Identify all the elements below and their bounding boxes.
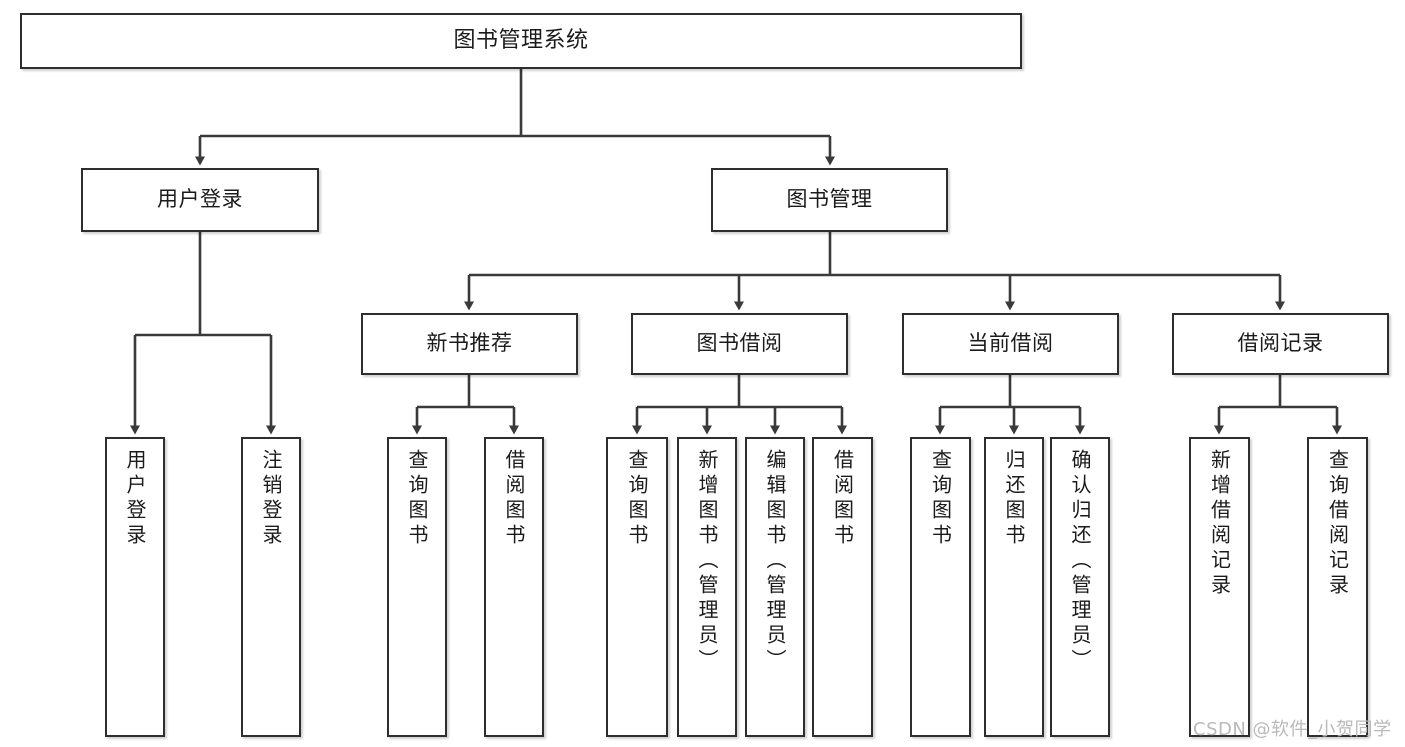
node-book-manage[interactable]: 图书管理: [711, 168, 948, 232]
node-leaf-query-borrow-record[interactable]: 查询借阅记录: [1307, 437, 1368, 737]
node-leaf-confirm-return-admin[interactable]: 确认归还（管理员）: [1050, 437, 1110, 737]
node-leaf-user-logout-label: 注销登录: [259, 449, 283, 549]
node-current-borrow[interactable]: 当前借阅: [902, 313, 1119, 375]
node-leaf-return-book[interactable]: 归还图书: [984, 437, 1044, 737]
node-leaf-add-book-admin-label: 新增图书（管理员）: [695, 449, 719, 674]
node-leaf-edit-book-admin-label: 编辑图书（管理员）: [763, 449, 787, 674]
node-current-borrow-label: 当前借阅: [967, 331, 1054, 356]
node-leaf-add-borrow-record[interactable]: 新增借阅记录: [1189, 437, 1250, 737]
node-book-borrow[interactable]: 图书借阅: [631, 313, 848, 375]
node-leaf-add-borrow-record-label: 新增借阅记录: [1207, 449, 1232, 599]
node-new-book-recommend-label: 新书推荐: [426, 331, 513, 356]
node-leaf-query-book-1[interactable]: 查询图书: [387, 437, 447, 737]
node-leaf-return-book-label: 归还图书: [1002, 449, 1026, 549]
node-leaf-query-book-1-label: 查询图书: [405, 449, 429, 549]
node-new-book-recommend[interactable]: 新书推荐: [361, 313, 578, 375]
node-leaf-query-book-3[interactable]: 查询图书: [910, 437, 971, 737]
node-leaf-confirm-return-admin-label: 确认归还（管理员）: [1068, 449, 1092, 674]
node-user-login-label: 用户登录: [157, 187, 243, 212]
node-leaf-edit-book-admin[interactable]: 编辑图书（管理员）: [745, 437, 805, 737]
node-leaf-user-logout[interactable]: 注销登录: [241, 437, 301, 737]
csdn-watermark: CSDN @软件_小贺同学: [1193, 719, 1392, 740]
node-leaf-borrow-book-2-label: 借阅图书: [830, 449, 855, 549]
node-leaf-borrow-book-2[interactable]: 借阅图书: [812, 437, 873, 737]
node-leaf-borrow-book-1[interactable]: 借阅图书: [484, 437, 544, 737]
node-borrow-record-label: 借阅记录: [1237, 331, 1324, 356]
node-leaf-user-login-label: 用户登录: [123, 449, 147, 549]
node-leaf-query-book-3-label: 查询图书: [928, 449, 953, 549]
node-leaf-query-book-2[interactable]: 查询图书: [606, 437, 668, 737]
node-leaf-user-login[interactable]: 用户登录: [105, 437, 165, 737]
node-root-label: 图书管理系统: [453, 27, 589, 53]
node-leaf-query-book-2-label: 查询图书: [625, 449, 649, 549]
node-leaf-query-borrow-record-label: 查询借阅记录: [1325, 449, 1350, 599]
node-leaf-add-book-admin[interactable]: 新增图书（管理员）: [677, 437, 737, 737]
node-leaf-borrow-book-1-label: 借阅图书: [502, 449, 526, 549]
node-borrow-record[interactable]: 借阅记录: [1172, 313, 1389, 375]
node-book-manage-label: 图书管理: [786, 187, 873, 212]
node-book-borrow-label: 图书借阅: [696, 331, 783, 356]
node-root[interactable]: 图书管理系统: [20, 13, 1022, 69]
node-user-login[interactable]: 用户登录: [81, 168, 319, 232]
